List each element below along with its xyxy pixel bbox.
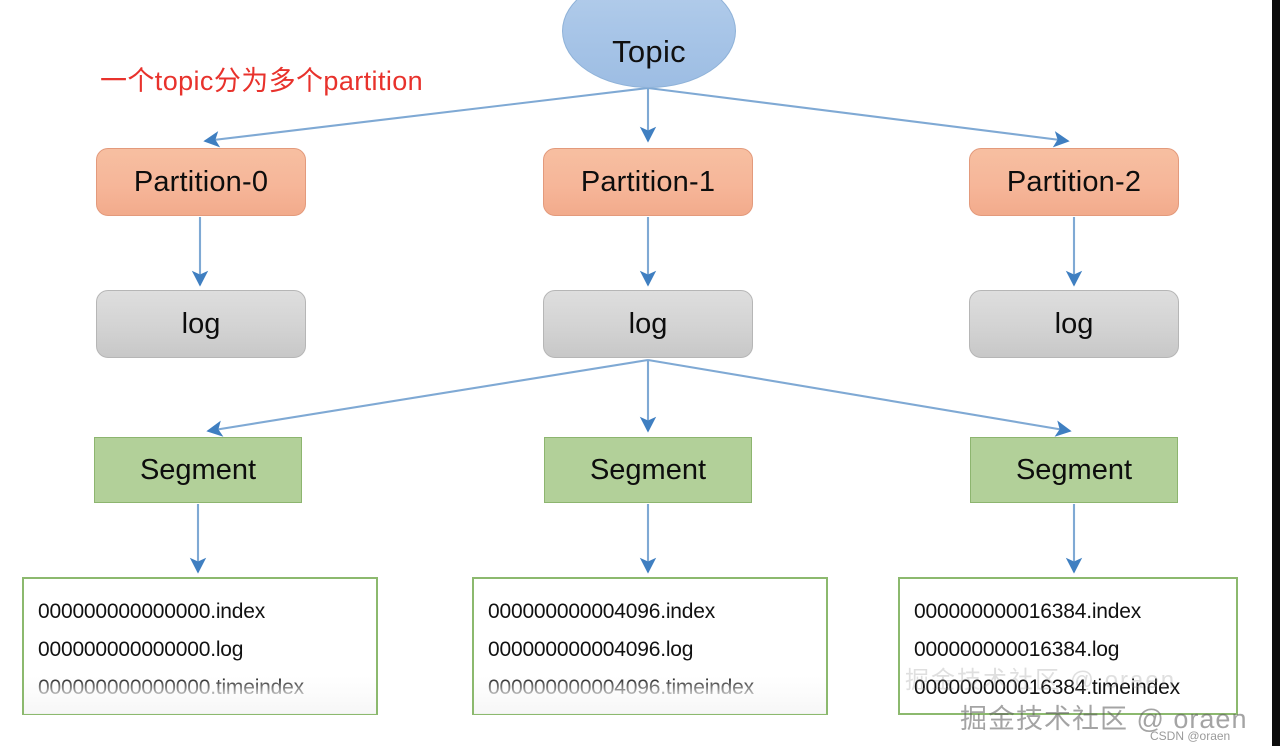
file-line: 000000000000000.log bbox=[38, 638, 244, 661]
file-line: 000000000000000.index bbox=[38, 600, 266, 623]
node-segment-0-label: Segment bbox=[139, 453, 257, 486]
node-segment-2-label: Segment bbox=[1015, 453, 1133, 486]
files-box-2: 000000000016384.index 000000000016384.lo… bbox=[898, 577, 1238, 715]
file-line: 000000000004096.index bbox=[488, 600, 716, 623]
node-log-2[interactable]: log bbox=[969, 290, 1179, 358]
file-line: 000000000016384.log bbox=[914, 638, 1120, 661]
node-segment-1[interactable]: Segment bbox=[544, 437, 752, 503]
edge-log-to-segment-0 bbox=[206, 358, 649, 437]
files-box-1: 000000000004096.index 000000000004096.lo… bbox=[472, 577, 828, 715]
watermark-csdn: CSDN @oraen bbox=[1150, 729, 1231, 743]
node-log-2-label: log bbox=[1054, 307, 1094, 340]
node-partition-1-label: Partition-1 bbox=[580, 165, 716, 198]
node-log-1[interactable]: log bbox=[543, 290, 753, 358]
node-partition-2[interactable]: Partition-2 bbox=[969, 148, 1179, 216]
node-partition-1[interactable]: Partition-1 bbox=[543, 148, 753, 216]
watermark-juejin: 掘金技术社区 @ oraen bbox=[960, 704, 1248, 734]
node-partition-0-label: Partition-0 bbox=[133, 165, 269, 198]
node-log-0[interactable]: log bbox=[96, 290, 306, 358]
right-edge-strip bbox=[1272, 0, 1280, 746]
file-line: 000000000016384.timeindex bbox=[914, 676, 1180, 699]
files-box-0: 000000000000000.index 000000000000000.lo… bbox=[22, 577, 378, 715]
annotation-topic-partition-note: 一个topic分为多个partition bbox=[100, 66, 424, 96]
edge-topic-to-partition-2 bbox=[647, 86, 1070, 148]
node-segment-0[interactable]: Segment bbox=[94, 437, 302, 503]
file-line: 000000000016384.index bbox=[914, 600, 1142, 623]
node-partition-2-label: Partition-2 bbox=[1006, 165, 1142, 198]
node-log-1-label: log bbox=[628, 307, 668, 340]
node-topic[interactable]: Topic bbox=[562, 0, 736, 88]
watermark-ghost: 掘金技术社区 @ oraen bbox=[905, 667, 1177, 694]
node-segment-1-label: Segment bbox=[589, 453, 707, 486]
edge-log-to-segment-2 bbox=[647, 358, 1072, 437]
node-segment-2[interactable]: Segment bbox=[970, 437, 1178, 503]
node-log-0-label: log bbox=[181, 307, 221, 340]
file-line: 000000000004096.timeindex bbox=[488, 676, 754, 699]
node-topic-label: Topic bbox=[612, 34, 686, 69]
node-partition-0[interactable]: Partition-0 bbox=[96, 148, 306, 216]
file-line: 000000000000000.timeindex bbox=[38, 676, 304, 699]
file-line: 000000000004096.log bbox=[488, 638, 694, 661]
